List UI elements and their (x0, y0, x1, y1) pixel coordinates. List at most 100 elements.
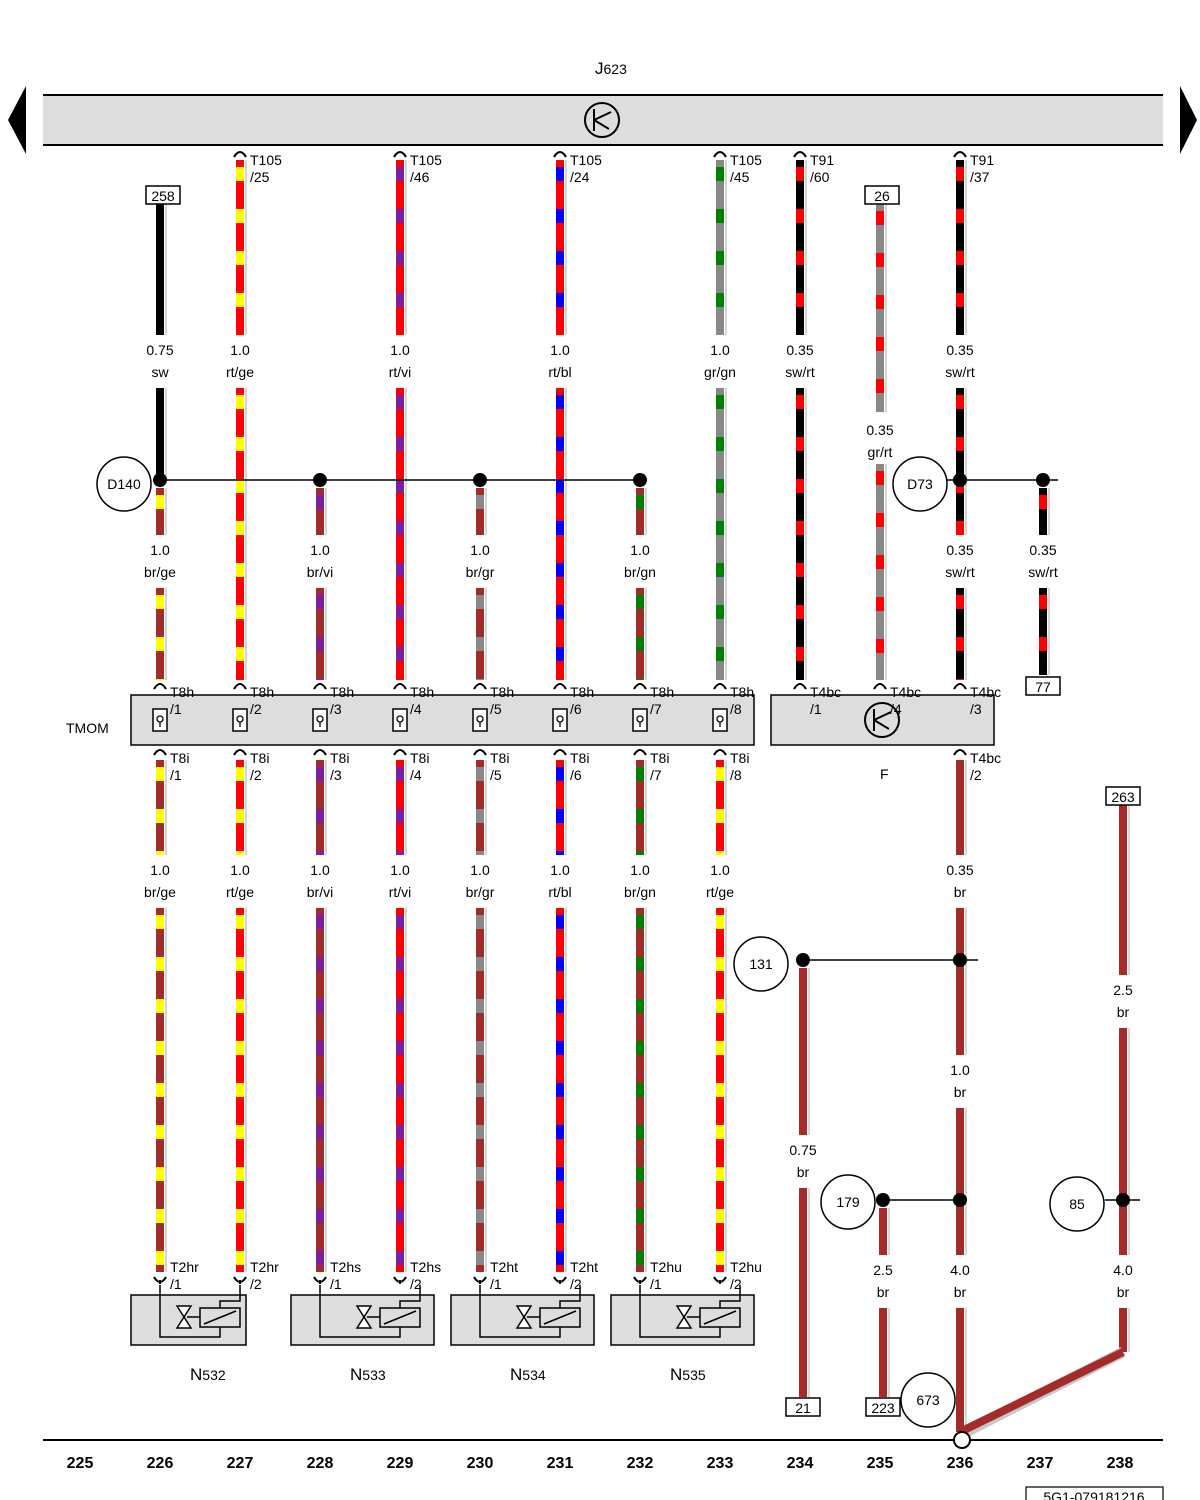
socket-frame (232, 708, 248, 732)
connector-pin-icon (153, 749, 167, 756)
socket-icon (472, 708, 488, 732)
socket-icon (632, 708, 648, 732)
wires-layer (156, 160, 1130, 1439)
pin-label: /2 (410, 1276, 422, 1292)
wire-238-diagonal (958, 1348, 1125, 1436)
socket-frame (392, 708, 408, 732)
wire-cross-section: 0.75 (146, 342, 173, 358)
wire-cross-section: 1.0 (390, 342, 410, 358)
ref-box (1025, 676, 1061, 696)
connector-label: T4bc (970, 684, 1001, 700)
socket-icon (312, 708, 328, 732)
valve-triangle (675, 1305, 693, 1319)
wire-color-code: sw/rt (785, 364, 815, 380)
pin-label: /1 (170, 767, 182, 783)
wire-cross-section: 0.35 (1029, 542, 1056, 558)
solenoid-valve-icon (159, 1285, 241, 1338)
wire-cross-section: 1.0 (310, 862, 330, 878)
connector-pin-icon (313, 749, 327, 756)
socket-icon (392, 708, 408, 732)
socket-frame (312, 708, 328, 732)
connector-label: T2ht (490, 1259, 518, 1275)
pin-label: /1 (170, 1276, 182, 1292)
valve-wire (479, 1285, 561, 1338)
junction-dot (473, 473, 487, 487)
solenoid-valve-icon (639, 1285, 741, 1338)
connector-label: T8h (490, 684, 514, 700)
track-number: 233 (707, 1455, 734, 1472)
wire-cross-section: 0.35 (946, 342, 973, 358)
socket-frame (472, 708, 488, 732)
junction-dot (953, 953, 967, 967)
coil-slash (383, 1310, 417, 1325)
connector-label: T2hs (330, 1259, 361, 1275)
control-unit-icon (864, 702, 900, 738)
valve-wire (399, 1285, 421, 1308)
connector-pin-icon (793, 151, 807, 158)
valve-n533-label: N533 (350, 1365, 386, 1384)
pin-label: /7 (650, 767, 662, 783)
valve-triangle (355, 1305, 373, 1319)
connector-label: T8h (650, 684, 674, 700)
socket-icon (712, 708, 728, 732)
wire-cross-section: 0.35 (946, 862, 973, 878)
wire-cross-section: 1.0 (550, 342, 570, 358)
ground-point-label: 85 (1069, 1196, 1085, 1212)
pin-label: /37 (970, 169, 990, 185)
track-number: 229 (387, 1455, 414, 1472)
pin-label: /1 (490, 1276, 502, 1292)
wire-cross-section: 1.0 (630, 862, 650, 878)
pin-label: /7 (650, 701, 662, 717)
wire-color-code: br (1117, 1004, 1130, 1020)
socket-icon (232, 708, 248, 732)
track-number: 235 (867, 1455, 894, 1472)
wire-color-code: rt/bl (548, 364, 571, 380)
connector-pin-icon (713, 151, 727, 158)
socket-frame (632, 708, 648, 732)
valve-triangle (675, 1315, 693, 1329)
connector-label: T91 (970, 152, 994, 168)
wire-color-code: rt/bl (548, 884, 571, 900)
pin-label: /1 (170, 701, 182, 717)
symbols-layer (96, 151, 1141, 1449)
valve-triangle (515, 1315, 533, 1329)
pin-label: /4 (410, 767, 422, 783)
wire-cross-section: 1.0 (950, 1062, 970, 1078)
wire-color-code: br/vi (307, 564, 333, 580)
bus-lines-layer (160, 479, 1140, 1201)
connector-label: T2hr (250, 1259, 279, 1275)
doc-id: 5G1-079181216 (1043, 1489, 1144, 1500)
valve-wire (559, 1285, 581, 1308)
wire-color-code: rt/ge (226, 364, 254, 380)
wire-color-code: br (797, 1164, 810, 1180)
arrow-right-icon (1180, 86, 1197, 154)
connector-label: T8h (570, 684, 594, 700)
connector-label: T4bc (810, 684, 841, 700)
connector-pin-icon (713, 683, 727, 690)
pin-label: /4 (410, 701, 422, 717)
connector-label: T8i (330, 750, 349, 766)
pin-label: /2 (730, 1276, 742, 1292)
socket-frame (712, 708, 728, 732)
ref-box (865, 1397, 901, 1417)
pin-label: /2 (250, 701, 262, 717)
terminal-point (953, 1431, 971, 1449)
connector-pin-icon (233, 749, 247, 756)
connector-pin-icon (553, 749, 567, 756)
valve-n534-label: N534 (510, 1365, 546, 1384)
connector-label: T2ht (570, 1259, 598, 1275)
f-label: F (880, 766, 889, 782)
wire-color-code: br/gn (624, 884, 656, 900)
pin-label: /4 (890, 701, 902, 717)
connector-pin-icon (953, 151, 967, 158)
connector-pin-icon (713, 749, 727, 756)
valve-wire (639, 1285, 721, 1338)
wire-color-code: br/vi (307, 884, 333, 900)
wire-cross-section: 1.0 (710, 342, 730, 358)
connector-label: T105 (730, 152, 762, 168)
pin-label: /1 (650, 1276, 662, 1292)
wire-color-code: br (1117, 1284, 1130, 1300)
wire-cross-section: 1.0 (470, 862, 490, 878)
connector-pin-icon (393, 151, 407, 158)
